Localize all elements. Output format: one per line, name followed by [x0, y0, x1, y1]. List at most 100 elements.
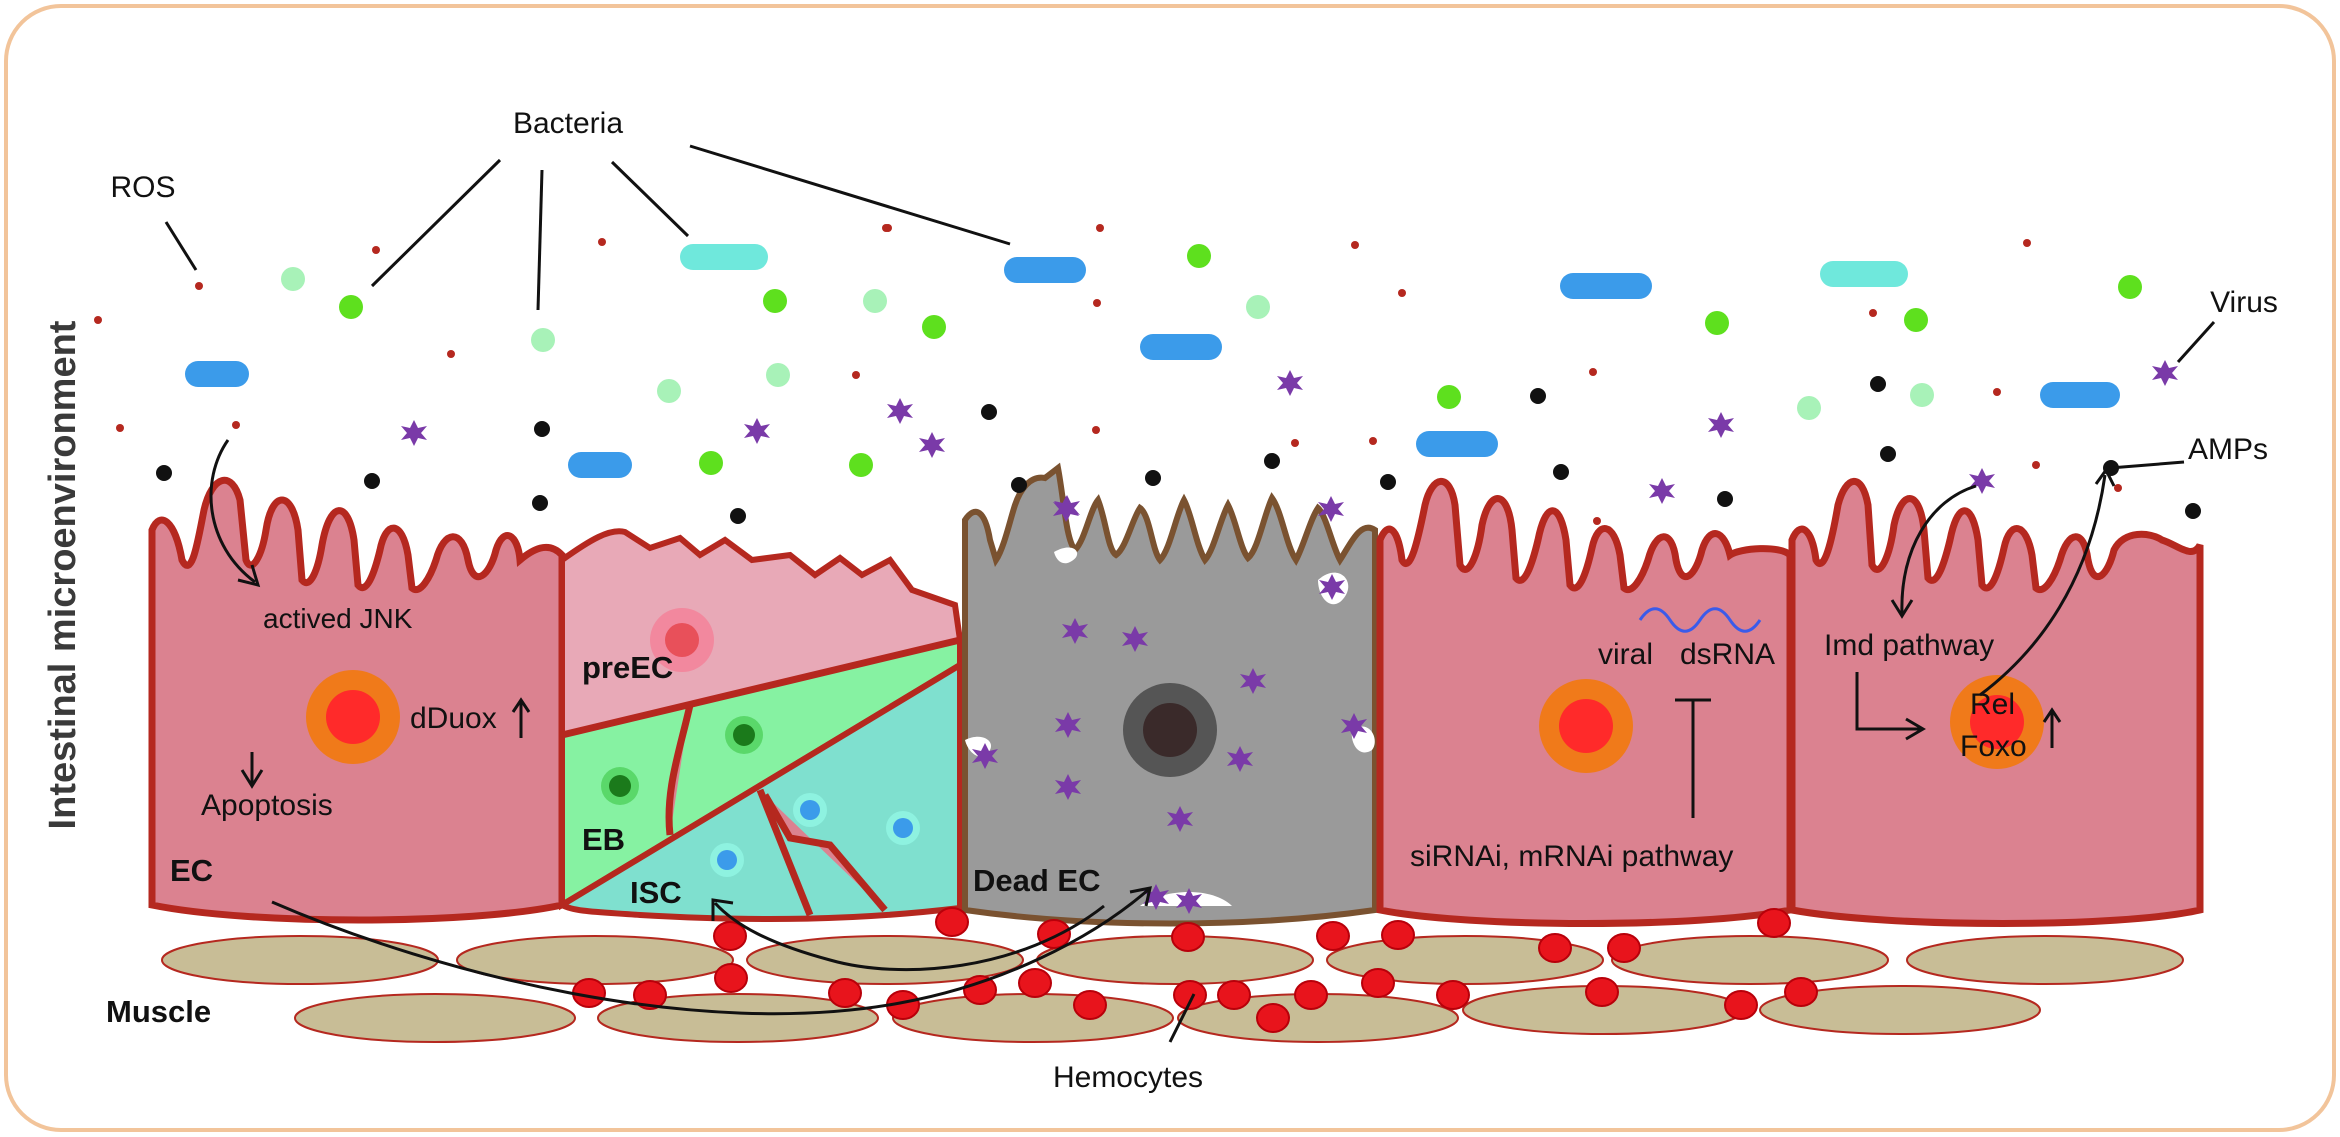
ros-particle: [1096, 224, 1104, 232]
amp-particle: [534, 421, 550, 437]
lumen-contents: [94, 224, 2201, 525]
label-viral: viral: [1598, 638, 1653, 671]
ros-particle: [2023, 239, 2031, 247]
arrow-ec-to-dead-ec: [271, 888, 1149, 1016]
bacteria-coccus: [699, 451, 723, 475]
amp-particle: [156, 465, 172, 481]
label-eb: EB: [582, 822, 625, 857]
amp-particle: [364, 473, 380, 489]
virus-particle: [1167, 806, 1193, 832]
ros-particle: [116, 424, 124, 432]
amp-particle: [1264, 453, 1280, 469]
dead-cell-gap: [1054, 547, 1078, 564]
arrowhead: [1905, 717, 1926, 741]
hemocyte: [963, 975, 997, 1005]
hemocyte: [713, 921, 747, 951]
stem-cell-compartment: [555, 528, 964, 923]
ec-left-nucleus-inner: [326, 690, 380, 744]
division-line: [561, 636, 961, 739]
ros-particle: [1593, 517, 1601, 525]
ros-particle: [1993, 388, 2001, 396]
leader-lines: [164, 144, 2216, 1043]
virus-particle: [887, 398, 913, 424]
ros-particle: [1398, 289, 1406, 297]
bacteria-coccus: [849, 453, 873, 477]
preec-nucleus-inner: [665, 623, 699, 657]
dead-cell-gap: [1351, 726, 1375, 753]
bacteria-coccus: [922, 315, 946, 339]
ros-particle: [598, 238, 606, 246]
virus-particle: [1708, 412, 1734, 438]
division-line: [761, 793, 888, 913]
hemocyte: [1018, 968, 1052, 998]
hemocyte: [1256, 1003, 1290, 1033]
ros-particle: [372, 246, 380, 254]
muscle-fiber: [161, 935, 439, 985]
arrowhead: [240, 769, 264, 789]
bacteria-rod: [1560, 273, 1652, 299]
muscle-fiber: [1611, 935, 1889, 985]
virus-particle: [1143, 884, 1169, 910]
bacteria-rod: [1004, 257, 1086, 283]
muscle-fiber: [597, 993, 879, 1043]
hemocyte: [1294, 980, 1328, 1010]
bacteria-coccus: [763, 289, 787, 313]
ros-particle: [447, 350, 455, 358]
hemocyte: [1757, 908, 1791, 938]
arrow-virus-to-imd: [1900, 484, 1977, 614]
label-dead-ec: Dead EC: [973, 863, 1100, 898]
isc-nucleus-inner: [800, 800, 820, 820]
ec-imd-nucleus-inner: [1970, 695, 2024, 749]
bacteria-rod: [1140, 334, 1222, 360]
virus-particle: [1240, 668, 1266, 694]
preec-region: [559, 528, 964, 739]
label-dduox: dDuox: [410, 702, 497, 735]
label-imd: Imd pathway: [1824, 629, 1994, 662]
hemocyte: [1724, 990, 1758, 1020]
division-line: [665, 704, 694, 836]
bacteria-coccus: [2118, 275, 2142, 299]
ros-particle: [852, 371, 860, 379]
amp-particle: [730, 508, 746, 524]
bacteria-rod: [1416, 431, 1498, 457]
hemocyte: [714, 963, 748, 993]
label-apoptosis: Apoptosis: [201, 789, 333, 822]
label-muscle: Muscle: [106, 994, 211, 1029]
hemocyte: [1073, 990, 1107, 1020]
label-foxo: Foxo: [1960, 730, 2027, 763]
muscle-fiber: [1906, 935, 2184, 985]
muscle-fiber: [746, 935, 1024, 985]
virus-particle: [1062, 618, 1088, 644]
ros-particle: [1869, 309, 1877, 317]
amp-particle: [1717, 491, 1733, 507]
arrowhead: [1890, 599, 1914, 619]
amp-particle: [1530, 388, 1546, 404]
arrowhead: [1129, 886, 1152, 907]
isc-nucleus-inner: [893, 818, 913, 838]
isc-nucleus-inner: [717, 850, 737, 870]
arrow-ros-to-jnk: [209, 439, 256, 584]
hemocyte: [1784, 977, 1818, 1007]
arrowhead: [511, 697, 531, 713]
virus-particle: [972, 743, 998, 769]
bacteria-rod: [568, 452, 632, 478]
ros-particle: [2032, 461, 2040, 469]
ros-particle: [232, 421, 240, 429]
label-rel: Rel: [1970, 688, 2015, 721]
amp-particle: [981, 404, 997, 420]
virus-particle: [1277, 370, 1303, 396]
label-isc: ISC: [630, 875, 682, 910]
hemocyte: [1361, 968, 1395, 998]
hemocyte: [935, 907, 969, 937]
ros-particle: [2114, 484, 2122, 492]
hemocyte: [1217, 980, 1251, 1010]
label-preec: preEC: [582, 650, 673, 685]
ros-particle: [884, 224, 892, 232]
bacteria-coccus: [1904, 308, 1928, 332]
virus-particle: [1055, 712, 1081, 738]
ros-particle: [1093, 299, 1101, 307]
virus-particle: [1227, 746, 1253, 772]
label-hemocytes: Hemocytes: [1053, 1061, 1203, 1094]
bacteria-coccus: [339, 295, 363, 319]
